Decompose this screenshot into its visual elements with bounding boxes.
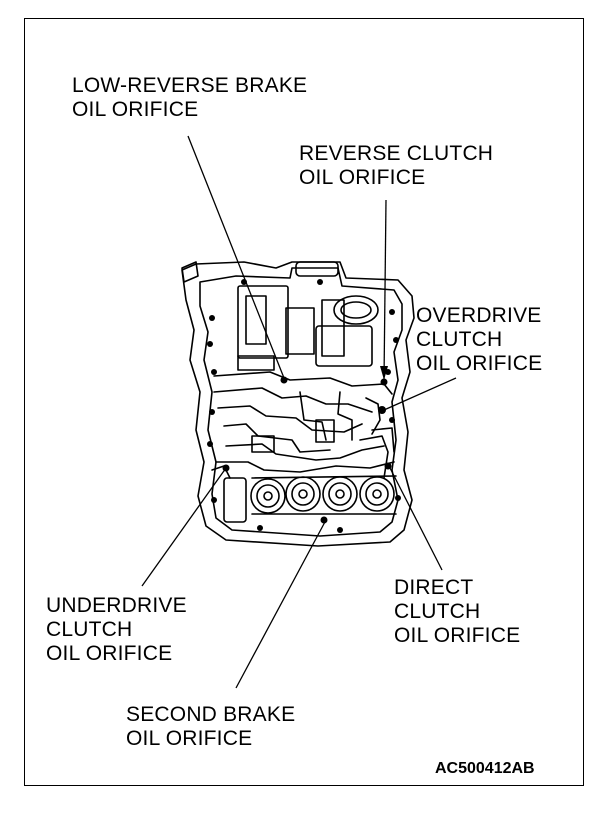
label-low-reverse-brake: LOW-REVERSE BRAKE OIL ORIFICE — [72, 74, 307, 122]
label-line: OIL ORIFICE — [46, 642, 173, 665]
label-direct-clutch: DIRECT CLUTCH OIL ORIFICE — [394, 576, 520, 648]
label-line: DIRECT — [394, 576, 474, 599]
label-line: CLUTCH — [46, 618, 133, 641]
label-line: OVERDRIVE — [416, 304, 542, 327]
figure-frame — [24, 18, 584, 786]
label-line: LOW-REVERSE BRAKE — [72, 74, 308, 97]
label-line: OIL ORIFICE — [416, 352, 543, 375]
label-line: OIL ORIFICE — [72, 98, 199, 121]
label-line: OIL ORIFICE — [299, 166, 426, 189]
label-line: CLUTCH — [394, 600, 481, 623]
figure-code: AC500412AB — [435, 760, 535, 777]
label-line: UNDERDRIVE — [46, 594, 187, 617]
label-second-brake: SECOND BRAKE OIL ORIFICE — [126, 703, 295, 751]
leader-second-brake — [235, 519, 327, 689]
label-line: OIL ORIFICE — [126, 727, 253, 750]
leader-overdrive — [383, 377, 457, 411]
label-line: OIL ORIFICE — [394, 624, 521, 647]
leader-reverse-clutch — [383, 199, 387, 381]
leader-underdrive — [141, 467, 227, 587]
leader-direct — [389, 467, 443, 571]
label-reverse-clutch: REVERSE CLUTCH OIL ORIFICE — [299, 142, 493, 190]
label-line: CLUTCH — [416, 328, 503, 351]
leader-low-reverse — [187, 135, 285, 379]
label-line: REVERSE CLUTCH — [299, 142, 494, 165]
label-overdrive-clutch: OVERDRIVE CLUTCH OIL ORIFICE — [416, 304, 542, 376]
label-line: SECOND BRAKE — [126, 703, 296, 726]
label-underdrive-clutch: UNDERDRIVE CLUTCH OIL ORIFICE — [46, 594, 187, 666]
